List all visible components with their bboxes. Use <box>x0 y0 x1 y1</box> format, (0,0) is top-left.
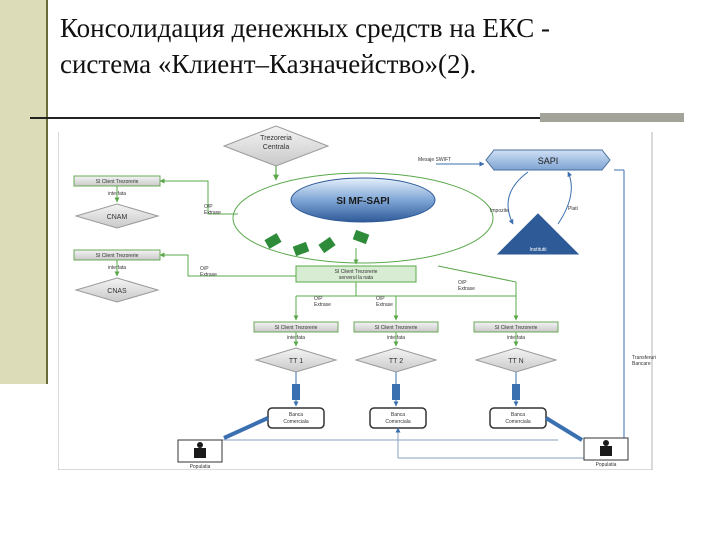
document-icons <box>264 229 370 257</box>
node-si-client-central: SI Client Trezorerie serverul la nata <box>295 265 417 283</box>
edge-cnas-to-central <box>159 252 296 277</box>
si-client-2-label: SI Client Trezorerie <box>375 325 418 331</box>
title-line-1: Консолидация денежных средств на ЕКС - <box>60 13 550 43</box>
edge-sapi-impozite <box>507 171 529 225</box>
bank-1-label-1: Banca <box>289 412 303 418</box>
node-populatia-right: Populatia <box>583 437 629 468</box>
simfsapi-label: SI MF-SAPI <box>336 196 390 207</box>
person-icon-right-head <box>603 440 609 446</box>
cnas-label: CNAS <box>107 288 127 295</box>
label-op-tt2-1: O/P <box>376 296 385 302</box>
slide-sidebar <box>0 0 46 384</box>
label-transferuri-2: Bancare <box>632 361 651 367</box>
si-client-cnam-label: SI Client Trezorerie <box>96 179 139 185</box>
bank-2-box <box>369 407 427 429</box>
node-cnam: CNAM <box>74 203 160 229</box>
doc-icon-4 <box>352 229 370 245</box>
bank-1-label-2: Comerciala <box>283 419 309 425</box>
label-op-top-1: O/P <box>204 204 213 210</box>
label-op-ttn-2: Extrase <box>458 286 475 292</box>
bank-n-label-2: Comerciala <box>505 419 531 425</box>
si-client-cnas-label: SI Client Trezorerie <box>96 253 139 259</box>
edge-plati <box>557 171 573 225</box>
treasury-flow-diagram: Trezoreria Centrala SI MF-SAPI SAPI Mesa… <box>58 125 656 470</box>
si-client-central-label-1: SI Client Trezorerie <box>335 269 378 275</box>
person-icon-body <box>194 448 206 458</box>
label-plati: Plati <box>568 206 578 212</box>
tt2-connector <box>392 384 400 400</box>
edge-bankn-populatia <box>544 416 584 442</box>
trezoreria-label-2: Centrala <box>263 144 290 151</box>
tt2-label: TT 2 <box>389 358 403 365</box>
edge-central-to-n <box>437 265 517 283</box>
ttn-connector <box>512 384 520 400</box>
populatia-right-label: Populatia <box>596 462 617 468</box>
person-icon-right-body <box>600 446 612 456</box>
node-institutii: Institutii <box>496 213 580 255</box>
node-si-client-cnas: SI Client Trezorerie <box>73 249 161 261</box>
sapi-label: SAPI <box>538 156 559 166</box>
tt1-label: TT 1 <box>289 358 303 365</box>
institutii-label: Institutii <box>530 247 547 253</box>
bank-n-label-1: Banca <box>511 412 525 418</box>
node-trezoreria-centrala: Trezoreria Centrala <box>222 125 330 167</box>
node-si-client-cnam: SI Client Trezorerie <box>73 175 161 187</box>
trezoreria-label-1: Trezoreria <box>260 135 292 142</box>
column-n: SI Client Trezorerie interfata TT N Banc… <box>473 321 559 429</box>
doc-icon-3 <box>318 236 336 254</box>
label-op-mid-2: Extrase <box>200 272 217 278</box>
bank-2-label-1: Banca <box>391 412 405 418</box>
column-1: SI Client Trezorerie interfata TT 1 Banc… <box>253 321 339 429</box>
title-underline-accent <box>540 113 684 122</box>
label-op-tt1-2: Extrase <box>314 302 331 308</box>
populatia-label: Populatia <box>190 464 211 470</box>
label-op-tt1-1: O/P <box>314 296 323 302</box>
bank-2-label-2: Comerciala <box>385 419 411 425</box>
label-transferuri-1: Transferuri <box>632 355 656 361</box>
node-cnas: CNAS <box>74 277 160 303</box>
title-line-2: система «Клиент–Казначейство»(2). <box>60 49 477 79</box>
title-underline <box>30 117 540 119</box>
bank-1-box <box>267 407 325 429</box>
ttn-label: TT N <box>508 358 523 365</box>
sidebar-border <box>46 0 48 384</box>
si-client-1-label: SI Client Trezorerie <box>275 325 318 331</box>
node-simf-sapi: SI MF-SAPI <box>232 172 494 264</box>
cnam-label: CNAM <box>107 214 128 221</box>
column-2: SI Client Trezorerie interfata TT 2 Banc… <box>353 321 439 429</box>
label-op-mid-1: O/P <box>200 266 209 272</box>
label-op-tt2-2: Extrase <box>376 302 393 308</box>
tt1-connector <box>292 384 300 400</box>
si-client-n-label: SI Client Trezorerie <box>495 325 538 331</box>
label-impozite: Impozite <box>490 208 509 214</box>
slide-title: Консолидация денежных средств на ЕКС - с… <box>60 10 700 82</box>
bank-n-box <box>489 407 547 429</box>
node-populatia: Populatia <box>177 439 223 470</box>
label-op-top-2: Extrase <box>204 210 221 216</box>
edge-bank1-populatia <box>223 416 269 440</box>
person-icon-head <box>197 442 203 448</box>
doc-icon-1 <box>264 233 282 249</box>
si-client-central-label-2: serverul la nata <box>339 275 373 281</box>
node-sapi: SAPI <box>485 149 611 171</box>
doc-icon-2 <box>292 241 310 257</box>
label-mesaje-swift: Mesaje SWIFT <box>418 157 451 163</box>
label-op-ttn-1: O/P <box>458 280 467 286</box>
edge-cnam-to-simf <box>159 178 238 215</box>
